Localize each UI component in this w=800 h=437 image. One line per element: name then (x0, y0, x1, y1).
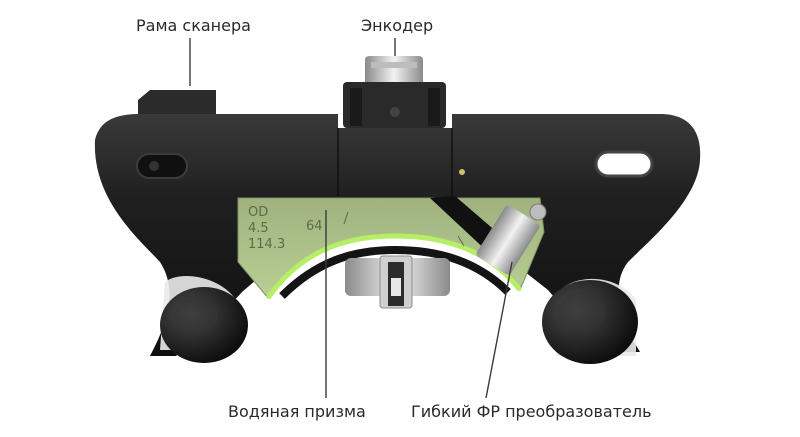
frame-clip (138, 90, 216, 118)
label-flexible-transducer: Гибкий ФР преобразователь (411, 402, 652, 421)
left-slot (136, 153, 188, 179)
label-scanner-frame: Рама сканера (136, 16, 251, 35)
wedge-value-2: 114.3 (248, 237, 285, 252)
leader-transducer (485, 261, 513, 399)
scanner-body (94, 114, 701, 356)
label-encoder: Энкодер (361, 16, 434, 35)
wedge-value-1: 4.5 (248, 221, 269, 236)
right-wheel (542, 278, 638, 364)
lower-roller (345, 255, 450, 309)
encoder-assembly (343, 56, 446, 128)
wedge-value-3: 64 (306, 219, 323, 234)
label-water-prism: Водяная призма (228, 402, 366, 421)
wedge-od-text: OD (248, 205, 268, 220)
flexible-transducer (430, 196, 547, 275)
left-wheel (160, 276, 248, 363)
right-slot (594, 150, 654, 178)
